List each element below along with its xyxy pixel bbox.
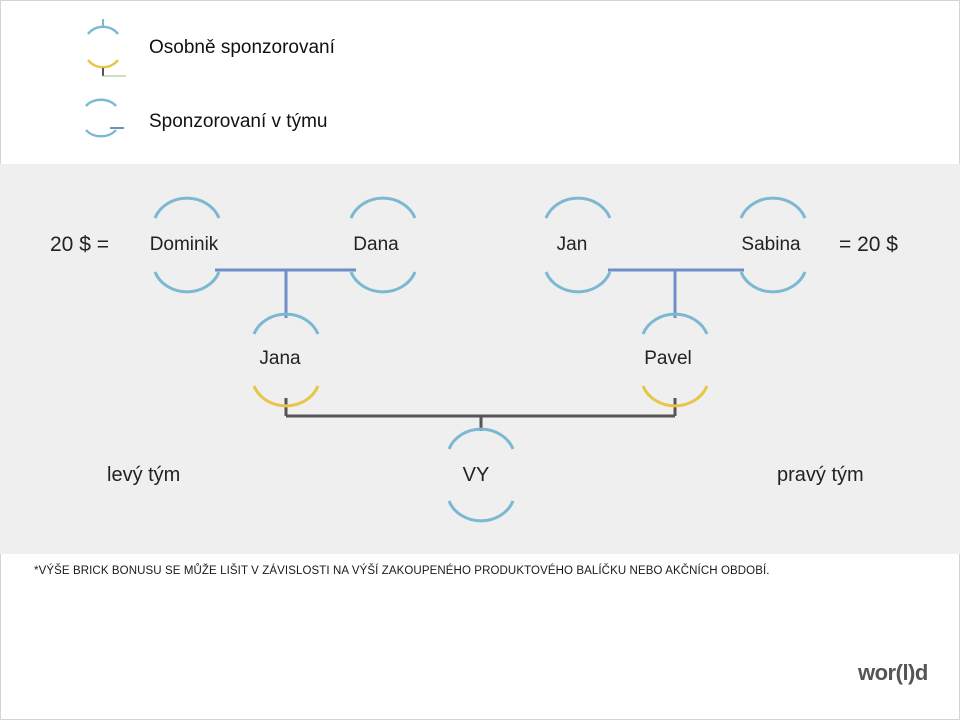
right-team-label: pravý tým bbox=[777, 464, 864, 486]
node-label-dana: Dana bbox=[353, 234, 399, 255]
node-jana-arcs bbox=[252, 312, 320, 408]
legend-team-label: Sponzorovaní v týmu bbox=[149, 111, 328, 132]
node-label-root: VY bbox=[462, 464, 490, 486]
node-label-pavel: Pavel bbox=[644, 348, 692, 369]
node-label-jana: Jana bbox=[259, 348, 301, 369]
node-dominik-arcs bbox=[153, 196, 221, 294]
bonus-left-label: 20 $ = bbox=[50, 233, 109, 256]
bonus-disclaimer-footnote: *VÝŠE BRICK BONUSU SE MŮŽE LIŠIT V ZÁVIS… bbox=[34, 565, 770, 577]
node-sabina-arcs bbox=[739, 196, 807, 294]
personal-sponsored-legend-icon bbox=[87, 19, 126, 77]
node-root-arcs bbox=[447, 427, 515, 523]
node-pavel-arcs bbox=[641, 312, 709, 408]
tree-background-band bbox=[0, 164, 960, 554]
node-dana-arcs bbox=[349, 196, 417, 294]
left-team-label: levý tým bbox=[107, 464, 181, 486]
team-sponsored-legend-icon bbox=[85, 98, 124, 138]
bonus-right-label: = 20 $ bbox=[839, 233, 898, 256]
team-connectors bbox=[215, 268, 744, 318]
node-label-dominik: Dominik bbox=[149, 234, 219, 255]
legend-personal-label: Osobně sponzorovaní bbox=[149, 37, 335, 58]
personal-connectors bbox=[284, 398, 677, 431]
node-label-sabina: Sabina bbox=[741, 234, 801, 255]
node-jan-arcs bbox=[544, 196, 612, 294]
world-logo: wor(l)d bbox=[858, 660, 928, 685]
node-label-jan: Jan bbox=[556, 234, 588, 255]
